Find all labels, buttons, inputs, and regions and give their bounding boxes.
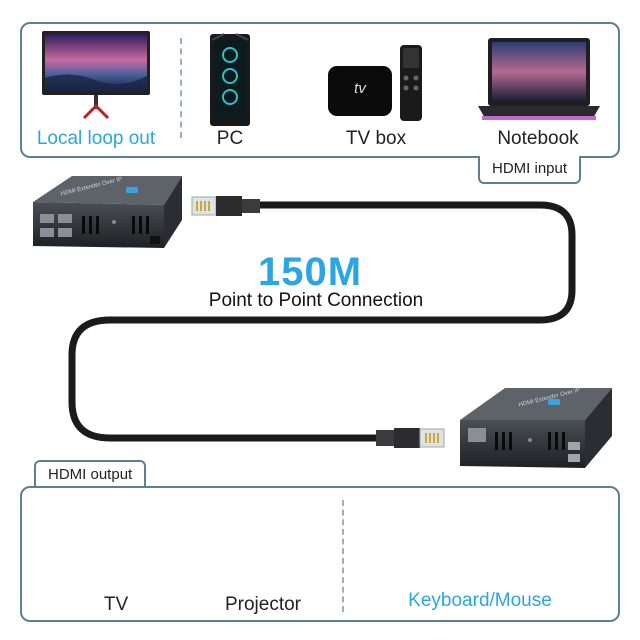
output-devices-panel [20, 486, 620, 622]
receiver-box-icon [460, 388, 612, 468]
distance-headline: 150M [257, 250, 363, 294]
pc-tower-icon [210, 33, 250, 126]
notebook-icon [478, 38, 600, 120]
tv-box-icon [328, 66, 392, 116]
pc-label: PC [216, 128, 244, 149]
tv-box-label: TV box [345, 128, 407, 149]
rj45-connector-top-icon [191, 196, 260, 216]
keyboard-mouse-label: Keyboard/Mouse [408, 590, 552, 611]
connection-description: Point to Point Connection [208, 290, 424, 311]
tv-label: TV [103, 594, 129, 615]
ethernet-cable [68, 201, 576, 442]
projector-label: Projector [224, 594, 302, 615]
hdmi-input-tag: HDMI input [478, 156, 582, 184]
source-divider [180, 38, 182, 138]
output-divider [342, 500, 344, 612]
monitor-icon [42, 31, 150, 120]
hdmi-output-tag: HDMI output [34, 460, 147, 488]
notebook-label: Notebook [497, 128, 579, 149]
rj45-connector-bottom-icon [376, 428, 445, 448]
transmitter-box-icon [33, 176, 182, 248]
local-loop-out-label: Local loop out [36, 128, 156, 149]
remote-icon [400, 45, 422, 121]
tv-box-logo-text: tv [354, 80, 366, 97]
